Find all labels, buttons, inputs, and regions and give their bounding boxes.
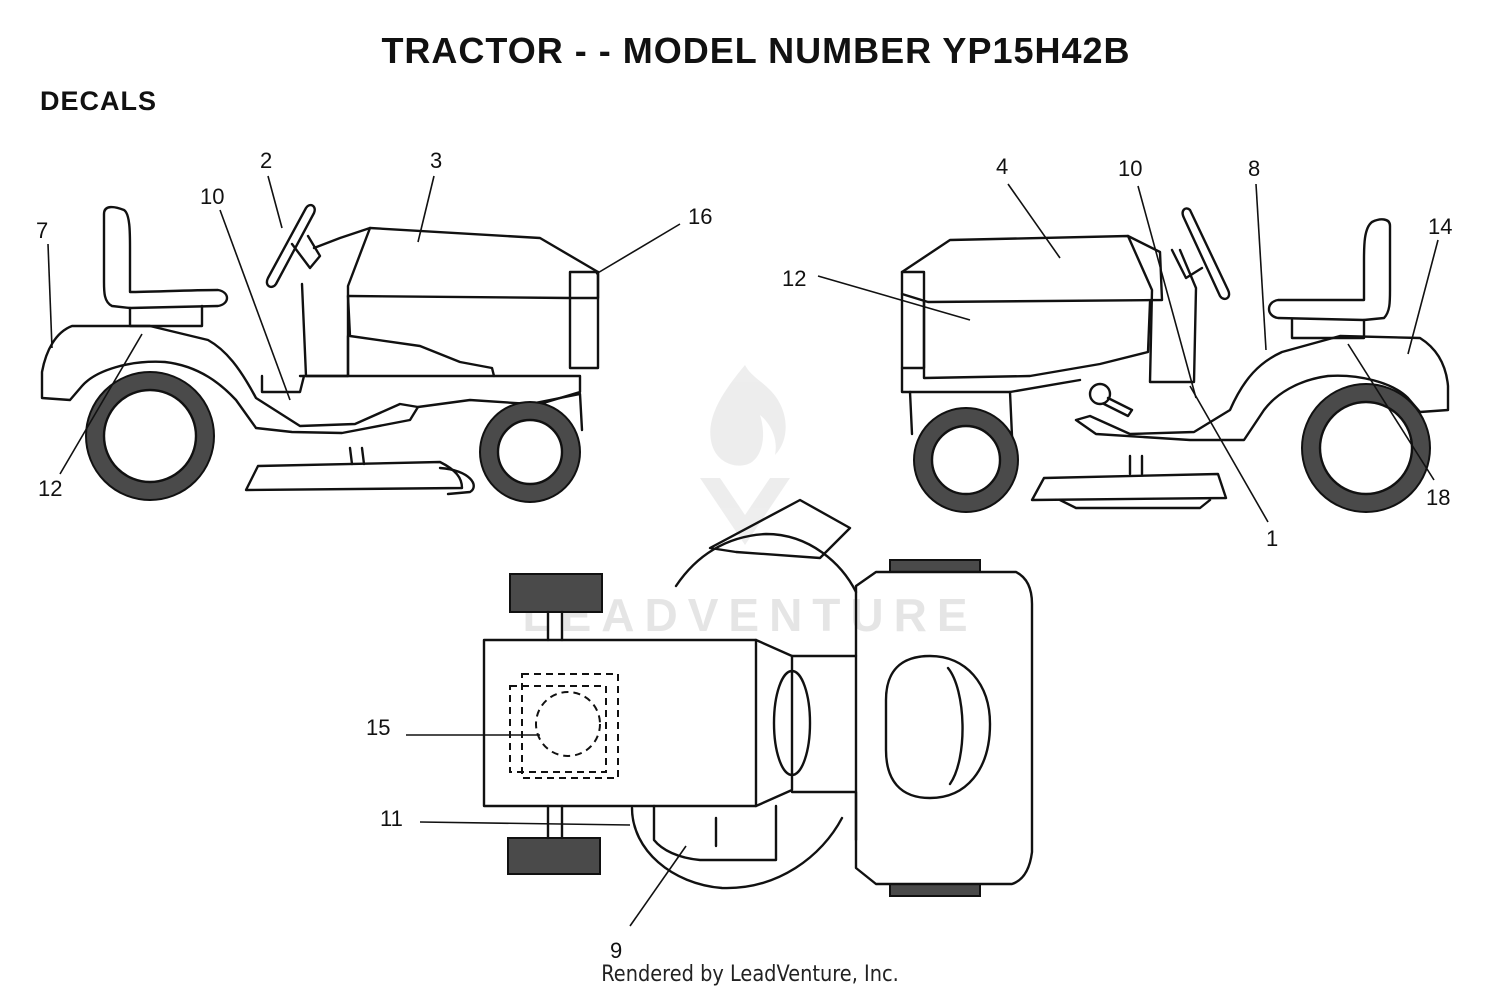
callout-12-right: 12: [782, 266, 806, 291]
callout-10-right: 10: [1118, 156, 1142, 181]
left-view-leaders: [47, 175, 681, 475]
callout-1: 1: [1266, 526, 1278, 551]
top-seat-body: [482, 638, 758, 808]
callout-10-left: 10: [200, 184, 224, 209]
top-front-tire-upper: [889, 559, 981, 573]
callout-15: 15: [366, 715, 390, 740]
callout-8: 8: [1248, 156, 1260, 181]
callout-4: 4: [996, 154, 1008, 179]
top-view-leaders: [406, 734, 687, 927]
top-rear-tire-lower: [507, 837, 601, 875]
top-front-tire-lower: [889, 883, 981, 897]
top-view: [482, 498, 1034, 897]
callout-16: 16: [688, 204, 712, 229]
callout-12-left: 12: [38, 476, 62, 501]
right-side-view: [900, 207, 1450, 513]
section-heading: DECALS: [40, 86, 158, 116]
right-view-leaders: [817, 183, 1439, 523]
watermark-logo: [700, 365, 790, 545]
footer-credit: Rendered by LeadVenture, Inc.: [601, 962, 899, 987]
callout-11: 11: [380, 806, 403, 831]
left-side-view: [40, 203, 600, 503]
top-rear-tire-upper: [509, 573, 603, 613]
callout-labels: 7 2 10 3 16 12 4 10 8 14 12 18 1 15 11 9: [36, 148, 1452, 963]
callout-3: 3: [430, 148, 442, 173]
callout-9: 9: [610, 938, 622, 963]
callout-2: 2: [260, 148, 272, 173]
callout-14: 14: [1428, 214, 1452, 239]
diagram-title: TRACTOR - - MODEL NUMBER YP15H42B: [381, 30, 1131, 71]
callout-18: 18: [1426, 485, 1450, 510]
callout-7: 7: [36, 218, 48, 243]
